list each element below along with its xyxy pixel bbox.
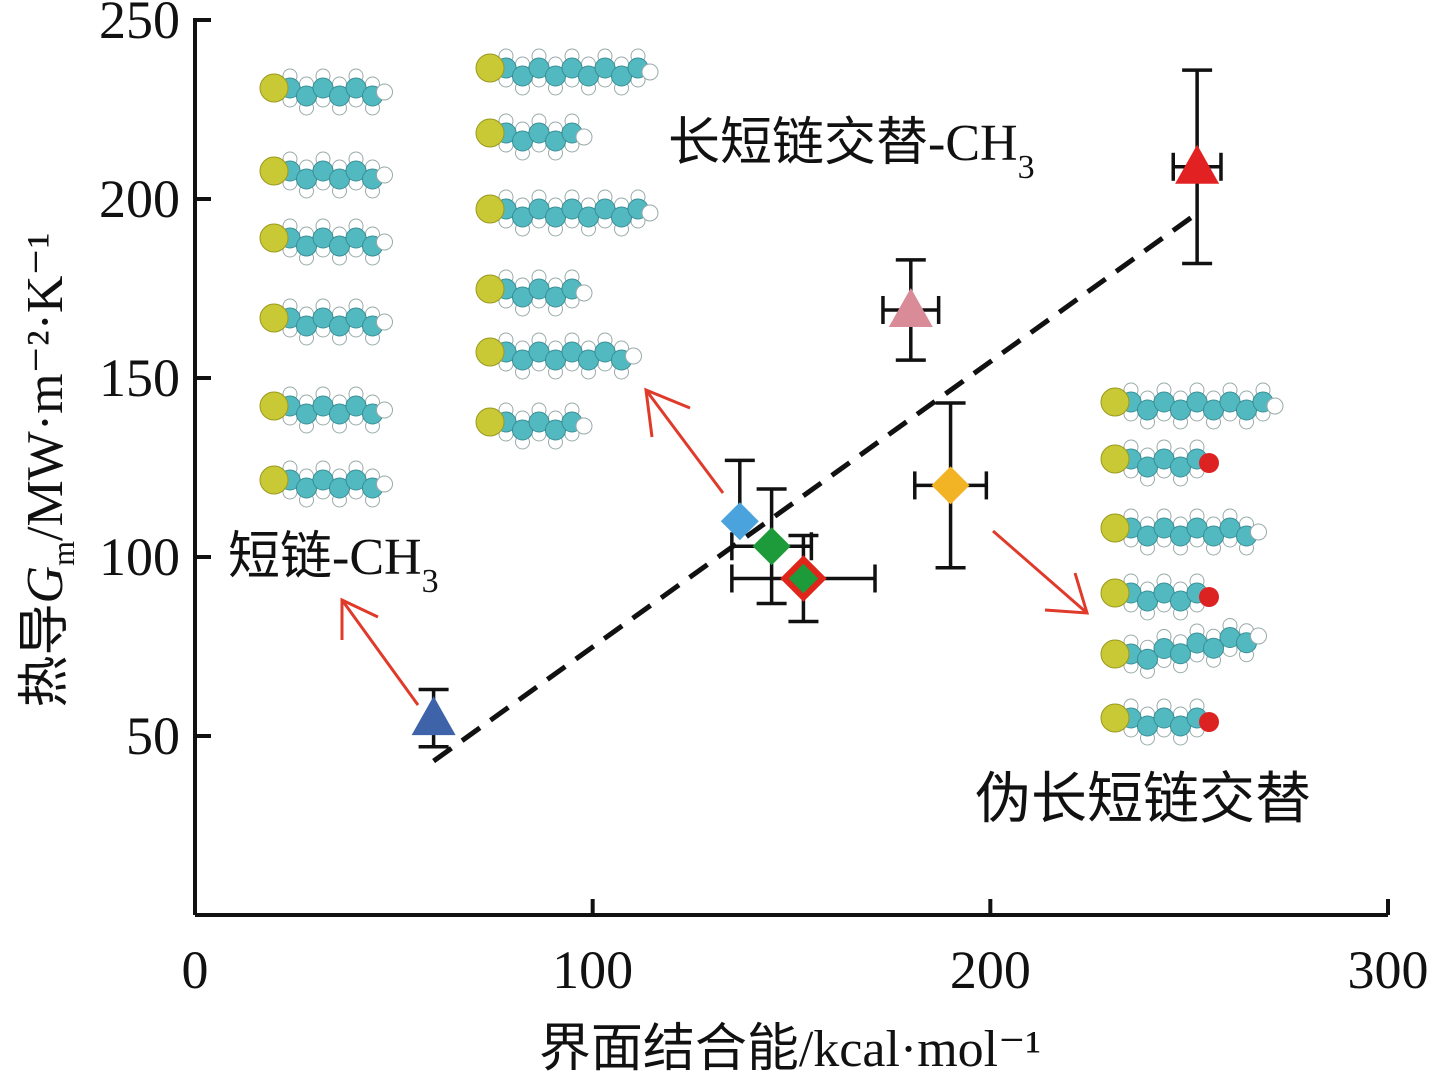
molecule-chain — [1100, 508, 1267, 556]
axes — [193, 18, 1388, 917]
molecule-chain — [1100, 573, 1219, 621]
molecule-chain — [259, 298, 393, 346]
molecule-chain — [1100, 439, 1219, 487]
molecule-illustrations — [259, 48, 1284, 746]
x-ticks: 0 100 200 300 — [182, 899, 1429, 1000]
annotation-alternating: 长短链交替-CH3 — [668, 115, 1035, 186]
y-tick-label: 150 — [99, 348, 180, 408]
molecule-chain — [1100, 698, 1219, 746]
arrow-to-short-chain — [340, 597, 420, 706]
molecule-chain — [259, 460, 393, 508]
arrow-to-pseudo — [992, 529, 1090, 615]
data-point-diamond — [720, 502, 759, 541]
annotation-alternating-sub: 3 — [1018, 149, 1035, 186]
data-point-triangle — [888, 287, 933, 327]
y-axis-title: 热导Gm/MW·m⁻²·K⁻¹ — [17, 233, 81, 708]
y-axis-title-prefix: 热导 — [17, 603, 74, 707]
molecule-chain — [475, 269, 593, 317]
arrow-to-alternating — [644, 387, 725, 494]
data-markers — [411, 144, 1220, 736]
x-tick-label: 200 — [950, 940, 1031, 1000]
data-point-triangle — [1175, 144, 1220, 184]
y-tick-label: 50 — [126, 706, 180, 766]
x-tick-label: 0 — [182, 940, 209, 1000]
annotation-pseudo: 伪长短链交替 — [975, 769, 1311, 831]
y-ticks: 50 100 150 200 250 — [99, 0, 211, 766]
molecule-chain — [1100, 618, 1267, 679]
annotation-alternating-text: 长短链交替-CH — [668, 115, 1018, 172]
y-axis-title-symbol: G — [17, 566, 74, 604]
data-point-diamond — [780, 555, 827, 602]
molecule-chain — [259, 68, 393, 116]
molecule-chain — [475, 189, 659, 237]
data-point-diamond — [752, 527, 791, 566]
data-point-diamond — [931, 466, 970, 505]
y-axis-title-subscript: m — [45, 541, 81, 566]
y-tick-label: 250 — [99, 0, 180, 50]
molecule-chain — [259, 151, 393, 199]
x-tick-label: 300 — [1348, 940, 1429, 1000]
y-tick-label: 200 — [99, 169, 180, 229]
molecule-chain — [475, 402, 593, 450]
molecule-chain — [259, 218, 393, 266]
x-axis-title: 界面结合能/kcal·mol⁻¹ — [539, 1021, 1041, 1078]
y-axis-title-units: /MW·m⁻²·K⁻¹ — [17, 233, 74, 541]
annotation-short-chain: 短链-CH3 — [228, 529, 439, 600]
x-tick-label: 100 — [552, 940, 633, 1000]
molecule-chain — [475, 113, 593, 161]
annotation-short-chain-sub: 3 — [422, 563, 439, 600]
arrows — [340, 387, 1090, 706]
data-point-triangle — [411, 696, 456, 736]
annotation-short-chain-text: 短链-CH — [228, 529, 422, 586]
fit-line — [432, 211, 1199, 764]
molecule-chain — [475, 48, 659, 96]
molecule-chain — [1100, 382, 1284, 430]
y-tick-label: 100 — [99, 527, 180, 587]
molecule-chain — [259, 386, 393, 434]
molecule-chain — [475, 332, 642, 380]
